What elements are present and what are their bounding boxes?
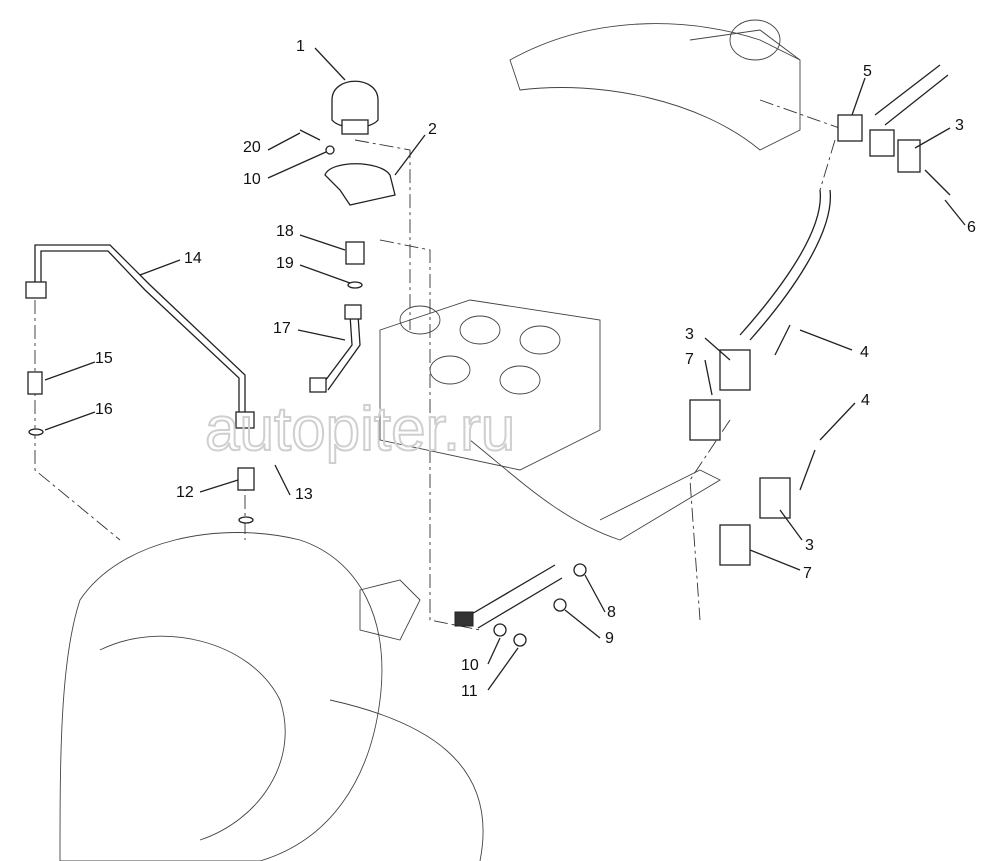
fitting-12 bbox=[237, 467, 255, 491]
callout-10b: 10 bbox=[243, 171, 261, 188]
callout-5: 5 bbox=[863, 63, 872, 80]
washer-10 bbox=[325, 145, 335, 155]
nut-11 bbox=[513, 633, 527, 647]
pipe-nut bbox=[235, 411, 255, 429]
callout-3: 3 bbox=[955, 117, 964, 134]
washer-10 bbox=[493, 623, 507, 637]
pipe-nut bbox=[309, 377, 327, 393]
washer bbox=[238, 516, 254, 524]
washer-8 bbox=[573, 563, 587, 577]
leader-lines bbox=[44, 47, 966, 691]
accumulator bbox=[331, 80, 379, 135]
hose-upper bbox=[874, 64, 949, 126]
callout-13: 13 bbox=[295, 486, 313, 503]
callout-3c: 3 bbox=[805, 537, 814, 554]
pipe-nut bbox=[344, 304, 362, 320]
pipe-17 bbox=[321, 314, 361, 391]
callout-4b: 4 bbox=[861, 392, 870, 409]
callout-2: 2 bbox=[428, 121, 437, 138]
callout-6: 6 bbox=[967, 219, 976, 236]
callout-12: 12 bbox=[176, 484, 194, 501]
nut-9 bbox=[553, 598, 567, 612]
watermark: autopiter.ru bbox=[205, 395, 515, 464]
fitting-18 bbox=[345, 241, 365, 265]
callout-20: 20 bbox=[243, 139, 261, 156]
callout-19: 19 bbox=[276, 255, 294, 272]
callout-7b: 7 bbox=[803, 565, 812, 582]
callout-17: 17 bbox=[273, 320, 291, 337]
callout-3b: 3 bbox=[685, 326, 694, 343]
pipe-nut bbox=[25, 281, 47, 299]
callout-1: 1 bbox=[296, 38, 305, 55]
callout-18: 18 bbox=[276, 223, 294, 240]
callout-11: 11 bbox=[461, 683, 478, 700]
callout-16: 16 bbox=[95, 401, 113, 418]
frame-outline bbox=[59, 19, 801, 861]
washer-16 bbox=[28, 428, 44, 436]
bracket-clamp bbox=[324, 163, 396, 206]
bolt-4 bbox=[774, 324, 816, 491]
callout-9: 9 bbox=[605, 630, 614, 647]
hose-lower bbox=[469, 564, 563, 629]
hose-fitting bbox=[454, 611, 474, 627]
callout-14: 14 bbox=[184, 250, 202, 267]
callout-15: 15 bbox=[95, 350, 113, 367]
hose bbox=[739, 189, 831, 341]
callout-7: 7 bbox=[685, 351, 694, 368]
washer-19 bbox=[347, 281, 363, 289]
screw-20 bbox=[299, 129, 321, 141]
callout-10: 10 bbox=[461, 657, 479, 674]
hose-clamps bbox=[689, 114, 921, 566]
callout-numbers: 1 2 3 5 6 18 19 14 17 15 16 3 7 4 4 12 1… bbox=[95, 38, 976, 700]
fitting-15 bbox=[27, 371, 43, 395]
bolt-6 bbox=[924, 169, 951, 196]
callout-4: 4 bbox=[860, 344, 869, 361]
callout-8: 8 bbox=[607, 604, 616, 621]
pipe-14 bbox=[34, 244, 246, 415]
